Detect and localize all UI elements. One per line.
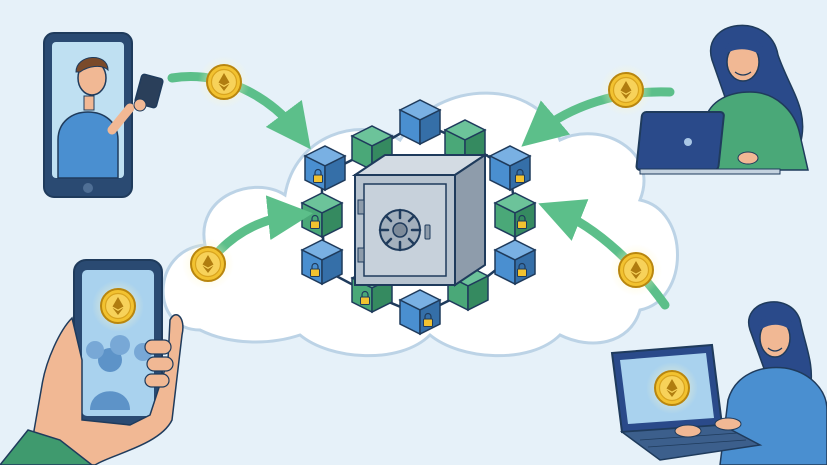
arrow-bottom-left: [215, 195, 313, 255]
ethereum-coin-icon: [599, 63, 653, 117]
user-with-phone: [43, 32, 164, 198]
ethereum-coin-icon: [91, 279, 145, 333]
blockchain-block-icon: [494, 192, 536, 238]
transfer-arrows: [167, 72, 675, 310]
woman-with-laptop: [635, 24, 809, 175]
vault-safe-icon: [351, 153, 489, 287]
ethereum-coin-icon: [609, 243, 663, 297]
arrow-bottom-right: [538, 199, 670, 310]
ethereum-coin-icon: [645, 361, 699, 415]
blockchain-block-icon: [399, 99, 441, 145]
blockchain-block-icon: [304, 145, 346, 191]
blockchain-block-icon: [301, 192, 343, 238]
blockchain-block-icon: [494, 239, 536, 285]
blockchain-block-icon: [399, 289, 441, 335]
laptop-icon: [635, 111, 725, 171]
arrow-top-right: [521, 87, 675, 147]
hand-holding-phone-icon: [0, 259, 184, 465]
ethereum-coin-icon: [181, 237, 235, 291]
ethereum-coin-icon: [197, 55, 251, 109]
laptop-typing-icon: [610, 301, 827, 465]
blockchain-block-icon: [301, 239, 343, 285]
blockchain-block-icon: [489, 145, 531, 191]
